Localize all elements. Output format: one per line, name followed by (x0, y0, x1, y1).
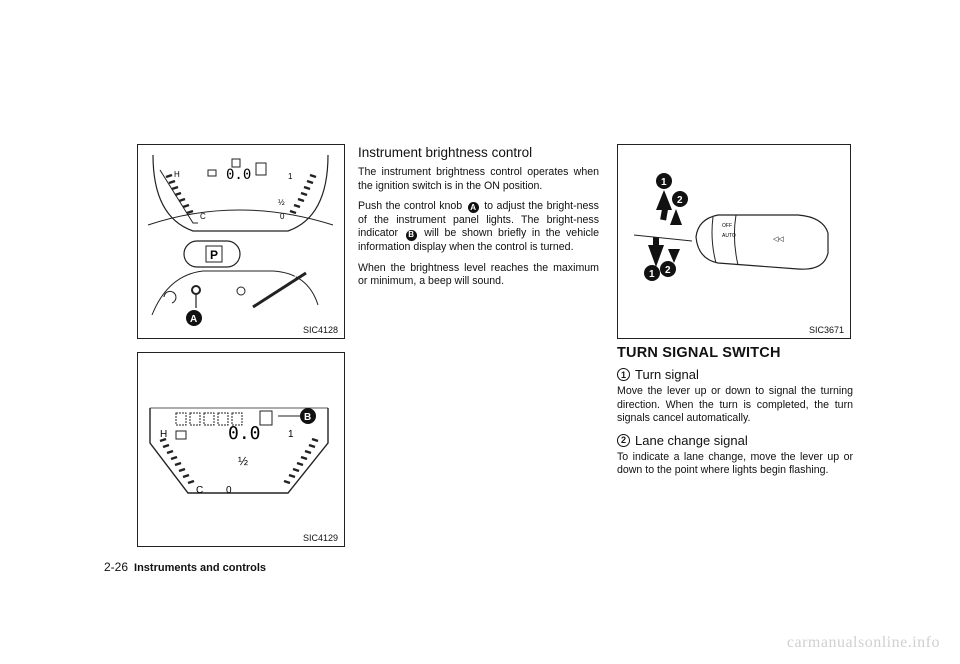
svg-text:2: 2 (665, 265, 671, 276)
gauge-one-label: 1 (288, 172, 293, 181)
control-knob-icon (191, 285, 201, 295)
page-number: 2-26 (104, 560, 129, 574)
callout-b-label: B (304, 412, 311, 423)
lever-illustration: 1 2 1 2 AUTO OFF ◁◁ (633, 173, 829, 281)
display-illustration: 0.0 H C 0 1 ½ B (149, 407, 329, 496)
display-c-label: C (196, 485, 203, 496)
odometer-reading: 0.0 (226, 167, 251, 183)
display-half-label: ½ (238, 454, 248, 468)
figure-code: SIC4128 (302, 325, 338, 335)
gauge-h-label: H (174, 170, 180, 179)
paragraph: Move the lever up or down to signal the … (617, 385, 853, 425)
page-footer: 2-26 Instruments and controls (104, 560, 266, 574)
callout-b-icon: B (405, 229, 417, 241)
section-name: Instruments and controls (134, 562, 267, 574)
callout-1-down-icon (644, 265, 660, 281)
paragraph-with-callouts: Push the control knob A to adjust the br… (358, 200, 599, 253)
svg-text:2: 2 (677, 195, 683, 206)
number-2-icon: 2 (617, 433, 630, 447)
section-heading: Instrument brightness control (358, 145, 533, 160)
figure-instrument-panel-knob: H C 0.0 ½ 1 0 P A SIC4128 (137, 144, 345, 339)
lever-off-label: OFF (722, 223, 732, 229)
brightness-icon (163, 290, 177, 304)
subheading-turn-signal: 1 Turn signal (617, 367, 853, 382)
brightness-section: Instrument brightness control The instru… (358, 145, 599, 296)
display-zero-label: 0 (226, 485, 232, 496)
gauge-half-label: ½ (278, 198, 285, 207)
turn-signal-section: TURN SIGNAL SWITCH 1 Turn signal Move th… (617, 345, 853, 485)
fuel-pump-icon (255, 162, 267, 176)
callout-1-up-icon (656, 173, 672, 189)
callout-2-down-icon (660, 261, 676, 277)
paragraph: When the brightness level reaches the ma… (358, 261, 599, 288)
callout-b-icon (300, 408, 316, 424)
paragraph: To indicate a lane change, move the leve… (617, 450, 853, 477)
svg-text:P: P (210, 248, 218, 262)
fuel-pump-icon (259, 410, 273, 426)
figure-turn-signal-lever: 1 2 1 2 AUTO OFF ◁◁ SIC3671 (617, 144, 851, 339)
figure-code: SIC3671 (808, 325, 844, 335)
gauge-zero-label: 0 (280, 212, 285, 221)
trip-icon (207, 169, 217, 177)
callout-a-icon (186, 310, 202, 326)
svg-text:1: 1 (661, 177, 667, 188)
callout-a-label: A (190, 314, 197, 325)
number-1-icon: 1 (617, 368, 630, 381)
watermark: carmanualsonline.info (786, 634, 940, 651)
callout-2-up-icon (672, 191, 688, 207)
figure-code: SIC4129 (302, 533, 338, 543)
paragraph: The instrument brightness control operat… (358, 166, 599, 192)
trip-icon (175, 430, 187, 440)
display-reading: 0.0 (228, 423, 261, 444)
display-h-label: H (160, 429, 167, 440)
display-one-label: 1 (288, 429, 294, 440)
section-heading: TURN SIGNAL SWITCH (617, 345, 781, 361)
subheading-lane-change: 2 Lane change signal (617, 433, 853, 448)
lever-auto-label: AUTO (722, 233, 736, 239)
lever-symbol: ◁◁ (773, 235, 784, 243)
figure-vehicle-info-display: 0.0 H C 0 1 ½ B SIC4129 (137, 352, 345, 547)
knob-illustration: H C 0.0 ½ 1 0 P A (147, 154, 334, 326)
svg-text:1: 1 (649, 269, 655, 280)
callout-a-icon: A (467, 202, 479, 214)
gauge-c-label: C (200, 212, 206, 221)
